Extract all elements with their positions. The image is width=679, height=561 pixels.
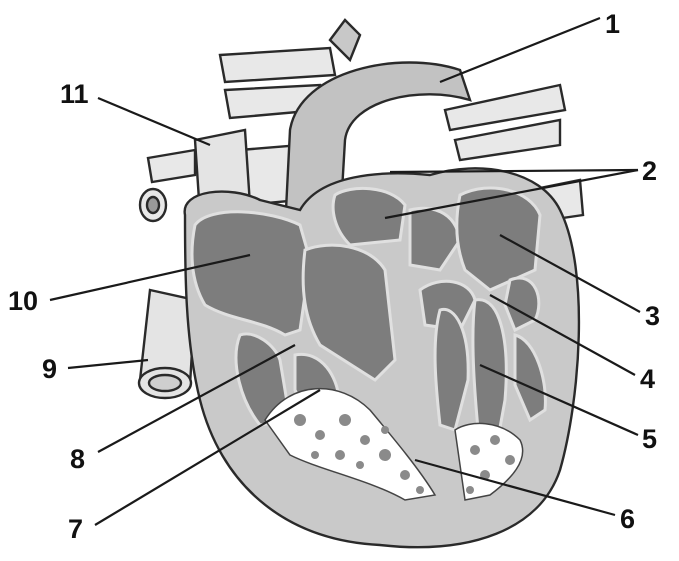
left-atrium (457, 188, 540, 290)
leader-line-2a (390, 170, 638, 172)
aortic-branch (330, 20, 360, 60)
label-10: 10 (8, 286, 38, 316)
label-9: 9 (42, 354, 57, 384)
label-6: 6 (620, 504, 635, 534)
label-4: 4 (640, 364, 655, 394)
label-3: 3 (645, 301, 660, 331)
label-2: 2 (642, 156, 657, 186)
left-upper-branch (220, 48, 335, 82)
label-8: 8 (70, 444, 85, 474)
label-11: 11 (60, 79, 89, 109)
leader-line-11 (98, 98, 210, 145)
leader-line-1 (440, 18, 600, 82)
label-1: 1 (605, 9, 620, 39)
label-7: 7 (68, 514, 83, 544)
leader-line-9 (68, 360, 148, 368)
small-vein-upper (148, 150, 195, 182)
label-5: 5 (642, 424, 657, 454)
